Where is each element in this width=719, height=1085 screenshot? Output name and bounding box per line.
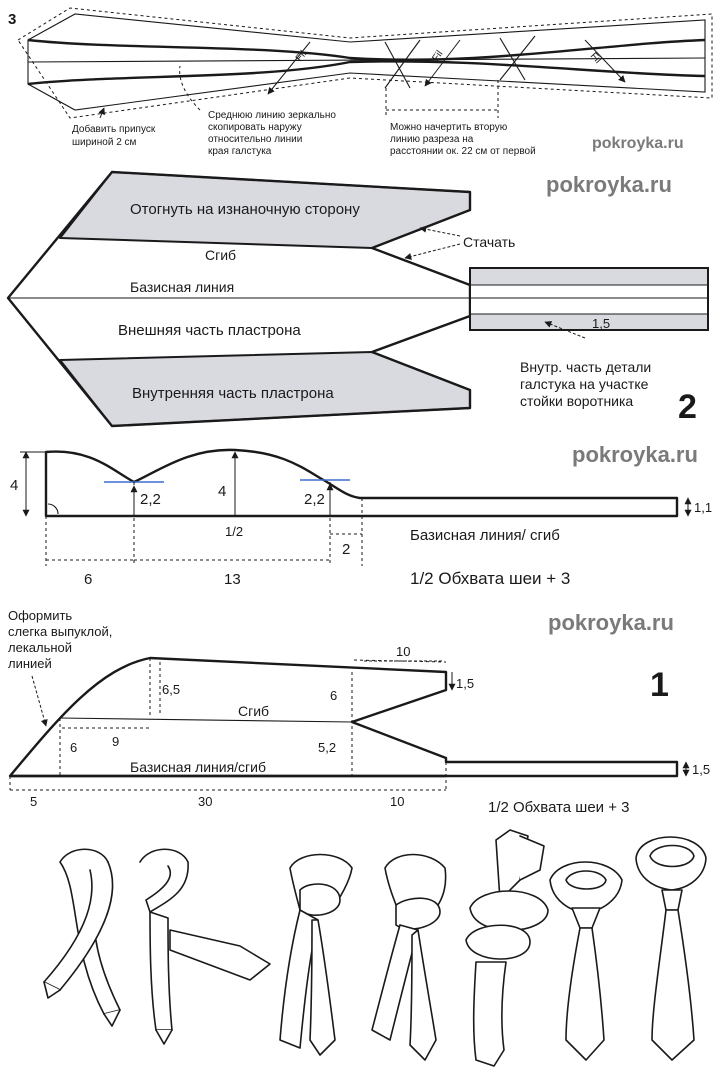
fig2-label-base-line: Базисная линия — [130, 279, 234, 295]
fig3-watermark: pokroyka.ru — [592, 135, 684, 152]
knot-step-5 — [465, 829, 549, 1067]
fig1-watermark: pokroyka.ru — [548, 610, 674, 635]
fig2-label-fold-back: Отогнуть на изнаночную сторону — [130, 201, 360, 218]
figure-1: pokroyka.ru Оформить слегка выпуклой, ле… — [8, 608, 710, 816]
mid-h4-mid: 4 — [218, 483, 226, 500]
mid-half: 1/2 — [225, 524, 243, 539]
mid-h22-a: 2,2 — [140, 491, 161, 508]
knot-step-1 — [43, 848, 121, 1027]
fig3-grain-arrow-3 — [584, 39, 626, 83]
fig2-number: 2 — [678, 388, 697, 426]
fig2-stitch-arrow-1 — [419, 225, 461, 237]
fig3-allowance-line — [17, 7, 713, 119]
fig1-d15-b: 1,5 — [692, 762, 710, 777]
fig1-number: 1 — [650, 666, 669, 704]
mid-h4-left: 4 — [10, 477, 18, 494]
fig2-label-outer-part: Внешняя часть пластрона — [118, 322, 301, 339]
fig2-label-inner-part: Внутренняя часть пластрона — [132, 385, 334, 402]
fig1-d30: 30 — [198, 794, 212, 809]
mid-d13: 13 — [224, 571, 241, 588]
figure-3-number: 3 — [8, 11, 16, 28]
fig3-note-cut: Можно начертить вторую линию разреза на … — [390, 122, 536, 157]
fig3-tie-outline — [27, 13, 706, 111]
fig3-grain-arrow-2 — [424, 39, 461, 87]
fig2-inner-note-arrow — [544, 321, 586, 339]
fig1-d6-right: 6 — [330, 688, 337, 703]
mid-d2: 2 — [342, 541, 350, 558]
mid-d6: 6 — [84, 571, 92, 588]
fig3-cut-line-2 — [499, 35, 536, 81]
fig3-leader-mirror — [179, 65, 201, 111]
fig1-d15-a: 1,5 — [456, 676, 474, 691]
mid-h22-b: 2,2 — [304, 491, 325, 508]
fig1-fold: Сгиб — [238, 703, 269, 719]
mid-base-fold: Базисная линия/ сгиб — [410, 527, 560, 544]
fig1-d52: 5,2 — [318, 740, 336, 755]
fig3-center-line — [27, 57, 706, 63]
knot-step-3 — [279, 853, 353, 1056]
fig1-d9: 9 — [112, 734, 119, 749]
knot-step-6 — [549, 861, 623, 1061]
figure-collar: pokroyka.ru 4 2,2 4 1/2 2,2 1,1 2 Базисн… — [10, 442, 712, 588]
figure-2: pokroyka.ru Отогнуть на изнаночную сторо… — [6, 170, 709, 428]
fig1-note-shape: Оформить слегка выпуклой, лекальной лини… — [8, 608, 116, 671]
fig3-dim-cut — [385, 80, 499, 118]
fig3-note-allowance: Добавить припуск шириной 2 см — [72, 123, 158, 148]
fig3-grain-label-3: Fil — [588, 51, 603, 66]
fig1-d6-left: 6 — [70, 740, 77, 755]
fig1-d65: 6,5 — [162, 682, 180, 697]
knot-step-4 — [371, 853, 447, 1061]
fig2-dim-15: 1,5 — [592, 316, 610, 331]
fig1-construct — [9, 658, 447, 790]
fig2-stitch-arrow-2 — [404, 243, 461, 260]
fig2-neck-strip-top-band — [471, 269, 707, 285]
fig2-label-stitch: Стачать — [463, 234, 515, 250]
fig1-d5: 5 — [30, 794, 37, 809]
mid-h11: 1,1 — [694, 500, 712, 515]
fig3-note-mirror: Среднюю линию зеркально скопировать нару… — [208, 110, 339, 157]
fig1-d10-top: 10 — [396, 644, 410, 659]
mid-neck: 1/2 Обхвата шеи + 3 — [410, 569, 570, 588]
mid-right-angle-1 — [47, 503, 59, 515]
fig2-watermark: pokroyka.ru — [546, 172, 672, 197]
fig2-note-inner: Внутр. часть детали галстука на участке … — [520, 359, 655, 409]
fig3-edge-upper — [27, 38, 706, 61]
fig1-note-arrow — [31, 675, 48, 727]
figure-3: 3 Fil Fil Fil Добавить припуск шириной 2… — [8, 7, 713, 157]
fig1-base-fold: Базисная линия/сгиб — [130, 759, 266, 775]
fig3-grain-arrow-1 — [267, 41, 311, 95]
fig3-cut-line-1 — [384, 39, 421, 89]
fig1-neck: 1/2 Обхвата шеи + 3 — [488, 799, 630, 816]
mid-outline — [44, 448, 679, 518]
fig3-leader-allowance — [98, 107, 105, 119]
fig2-label-fold: Сгиб — [205, 247, 236, 263]
fig2-neck-strip-bottom-band — [471, 314, 707, 329]
knot-step-2 — [139, 848, 271, 1045]
fig1-d10-bottom: 10 — [390, 794, 404, 809]
fig3-edge-lower — [27, 60, 706, 86]
knot-steps — [43, 829, 707, 1067]
fig3-grain-label-2: Fil — [430, 49, 445, 64]
mid-watermark: pokroyka.ru — [572, 442, 698, 467]
knot-step-7 — [635, 836, 707, 1061]
fig1-outline — [8, 656, 679, 778]
fig1-fold-line — [59, 717, 353, 723]
